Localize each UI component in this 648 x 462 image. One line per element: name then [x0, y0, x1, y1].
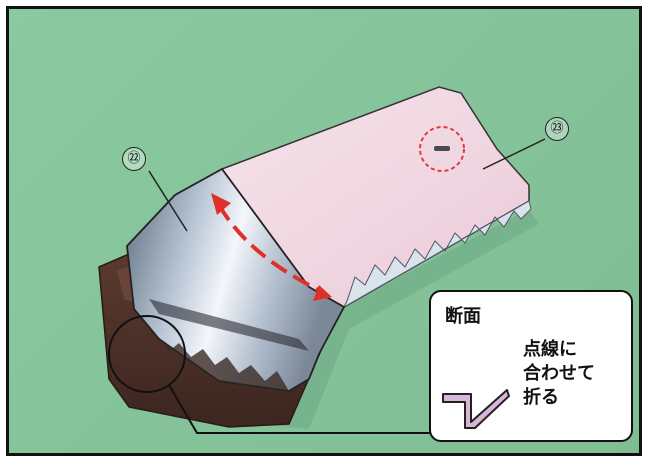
- fold-ledge: [149, 299, 309, 351]
- note-line-3: 折る: [523, 387, 559, 408]
- note-instructions: 点線に 合わせて 折る: [523, 338, 629, 410]
- leader-line-22: [148, 170, 188, 232]
- paper-model-photo: [98, 86, 546, 434]
- note-line-1: 点線に: [523, 339, 577, 360]
- slot-marker: [419, 126, 465, 172]
- note-title: 断面: [445, 306, 481, 327]
- callout-22: ㉒: [122, 147, 146, 171]
- photo-frame: ㉒ ㉓: [6, 6, 642, 456]
- leader-line-23: [482, 138, 546, 170]
- fold-cross-section-icon: [442, 389, 510, 429]
- detail-circle: [108, 315, 186, 393]
- fold-note-box: 断面 点線に 合わせて 折る: [429, 290, 633, 442]
- callout-23: ㉓: [545, 117, 569, 141]
- serrated-tabs: [342, 200, 532, 309]
- detail-connector: [168, 384, 434, 434]
- fold-arrow: [211, 193, 332, 301]
- note-line-2: 合わせて: [523, 363, 595, 384]
- lower-zigzag: [159, 339, 289, 391]
